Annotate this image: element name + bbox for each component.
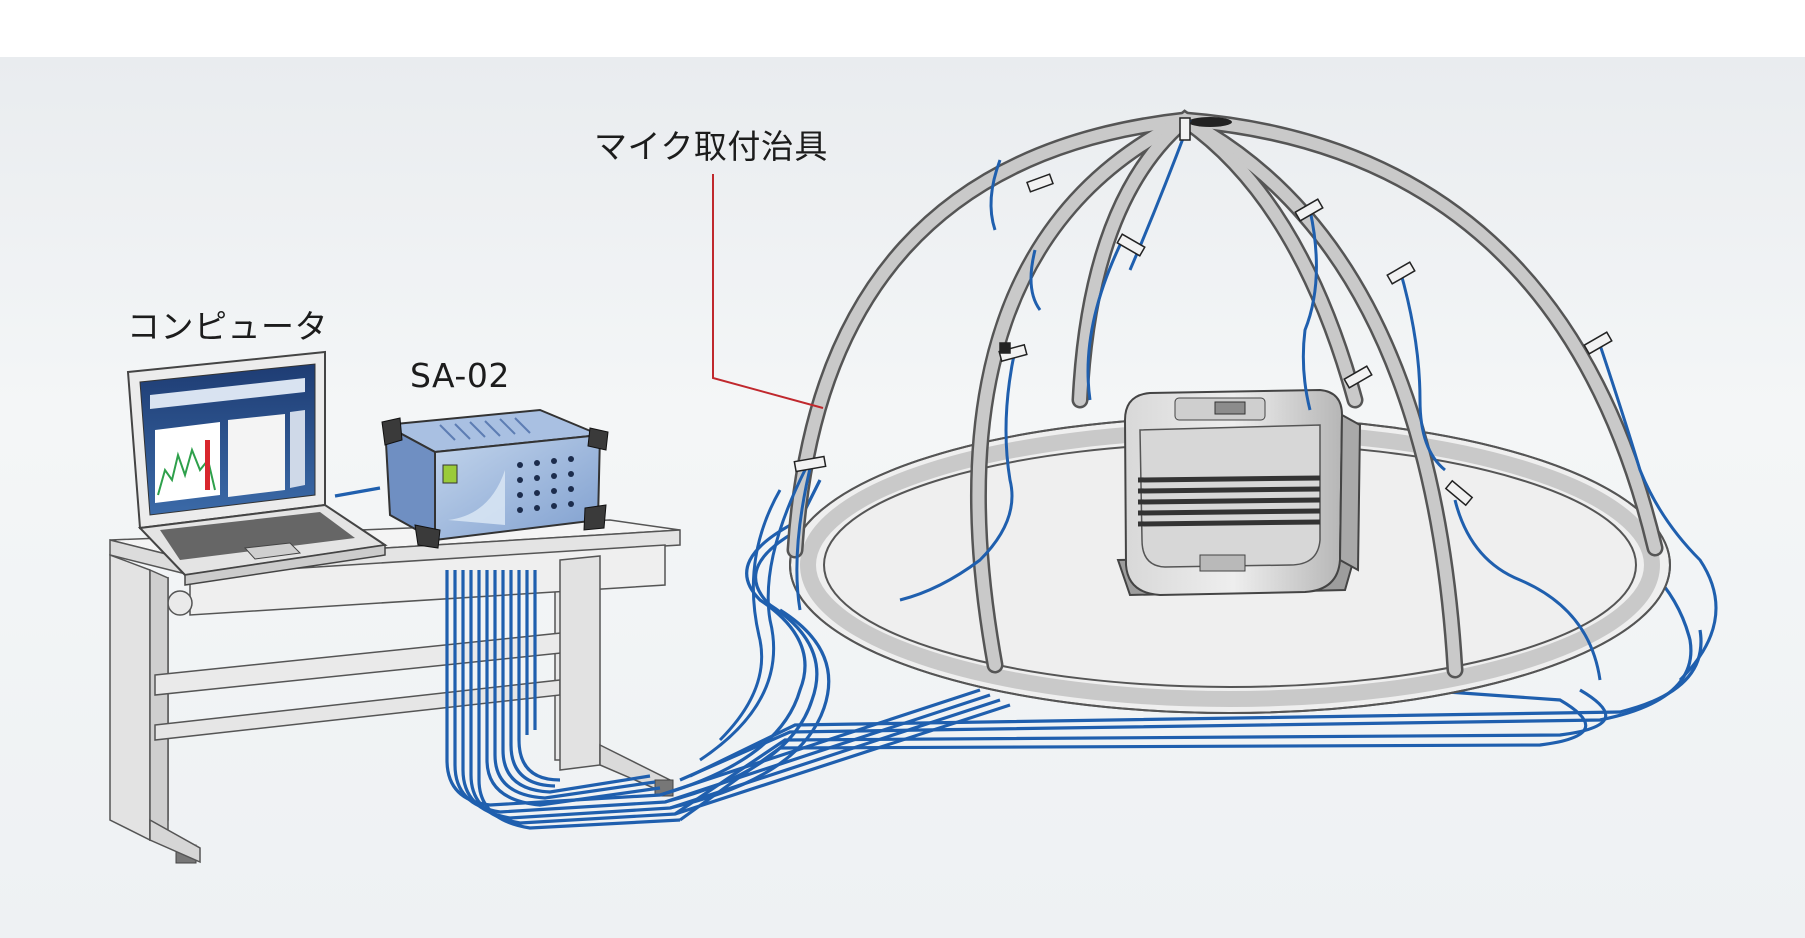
analyzer-unit-icon — [381, 408, 609, 549]
analyzer-label: SA-02 — [410, 356, 510, 395]
jig-leader-line — [712, 174, 824, 409]
mic-jig-label: マイク取付治具 — [594, 127, 828, 166]
computer-label: コンピュータ — [127, 307, 328, 346]
dome-cables — [699, 119, 1718, 762]
laptop-icon — [126, 350, 388, 586]
microphone-icon — [793, 117, 1613, 507]
heater-icon — [1116, 388, 1362, 597]
cable-bundle — [334, 479, 1703, 830]
